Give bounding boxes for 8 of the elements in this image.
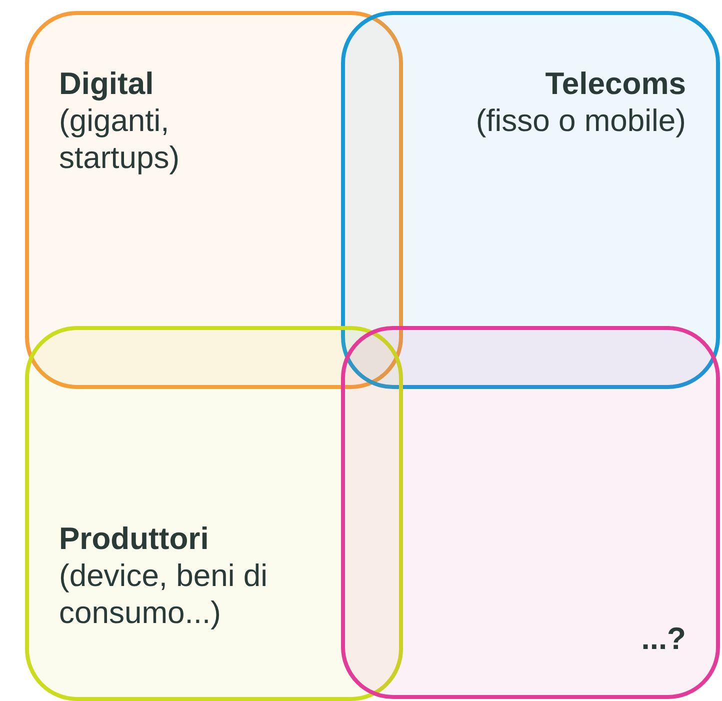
region-description: (device, beni di consumo...) bbox=[59, 557, 269, 631]
region-title: ...? bbox=[640, 620, 686, 657]
region-description: (giganti, startups) bbox=[59, 102, 181, 176]
region-title: Telecoms bbox=[544, 65, 686, 102]
region-title: Digital bbox=[59, 65, 155, 102]
rounded-region bbox=[341, 326, 720, 699]
region-title: Produttori bbox=[59, 520, 210, 557]
region-description: (fisso o mobile) bbox=[474, 102, 686, 139]
